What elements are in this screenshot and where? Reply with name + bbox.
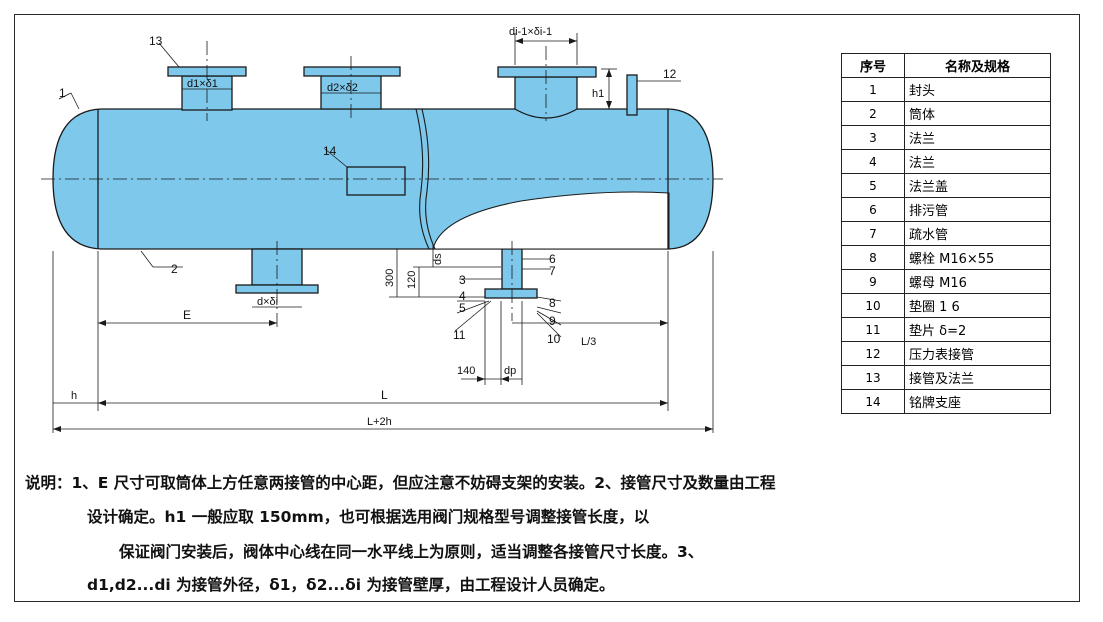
row-num: 1 — [841, 77, 905, 102]
notes-line-1: 说明：1、E 尺寸可取筒体上方任意两接管的中心距，但应注意不妨碍支架的安装。2、… — [25, 474, 776, 492]
label-h: h — [71, 390, 77, 402]
row-num: 3 — [841, 125, 905, 150]
row-name: 垫圈 1 6 — [904, 293, 1051, 318]
row-name: 接管及法兰 — [904, 365, 1051, 390]
row-name: 法兰 — [904, 125, 1051, 150]
row-num: 10 — [841, 293, 905, 318]
row-name: 螺栓 M16×55 — [904, 245, 1051, 270]
callout-1: 1 — [59, 86, 66, 100]
label-d-bottom: d×δi — [257, 296, 278, 308]
label-h1: h1 — [592, 88, 604, 100]
row-name: 压力表接管 — [904, 341, 1051, 366]
drawing-frame: 1 2 3 4 5 6 7 8 9 10 11 12 13 14 d1×δ1 d… — [14, 14, 1080, 602]
callout-3: 3 — [459, 273, 466, 287]
header-name: 名称及规格 — [904, 53, 1051, 78]
row-num: 4 — [841, 149, 905, 174]
row-num: 2 — [841, 101, 905, 126]
row-num: 5 — [841, 173, 905, 198]
row-num: 6 — [841, 197, 905, 222]
callout-14: 14 — [323, 144, 337, 158]
callout-10: 10 — [547, 332, 561, 346]
flange-d2 — [303, 66, 401, 77]
row-name: 法兰盖 — [904, 173, 1051, 198]
row-num: 13 — [841, 365, 905, 390]
row-num: 12 — [841, 341, 905, 366]
callout-12: 12 — [663, 67, 677, 81]
label-300: 300 — [384, 269, 396, 287]
row-num: 7 — [841, 221, 905, 246]
row-num: 8 — [841, 245, 905, 270]
break-line — [415, 108, 430, 250]
notes-line-2: 设计确定。h1 一般应取 150mm，也可根据选用阀门规格型号调整接管长度，以 — [87, 508, 650, 526]
callout-7: 7 — [549, 264, 556, 278]
row-name: 疏水管 — [904, 221, 1051, 246]
callout-4: 4 — [459, 289, 466, 303]
row-name: 螺母 M16 — [904, 269, 1051, 294]
header-num: 序号 — [841, 53, 905, 78]
label-dp: dp — [504, 365, 516, 377]
label-L-over-3: L/3 — [581, 336, 596, 348]
row-name: 法兰 — [904, 149, 1051, 174]
row-name: 排污管 — [904, 197, 1051, 222]
row-name: 铭牌支座 — [904, 389, 1051, 414]
row-name: 垫片 δ=2 — [904, 317, 1051, 342]
label-ds: ds — [432, 253, 444, 265]
label-L-plus-2h: L+2h — [367, 416, 392, 428]
callout-5: 5 — [459, 301, 466, 315]
flange-di — [497, 66, 597, 78]
gauge-pipe-12 — [626, 74, 638, 116]
row-name: 筒体 — [904, 101, 1051, 126]
row-num: 9 — [841, 269, 905, 294]
label-140: 140 — [457, 365, 475, 377]
callout-8: 8 — [549, 296, 556, 310]
callout-11: 11 — [453, 328, 466, 342]
row-num: 11 — [841, 317, 905, 342]
vessel-diagram: 1 2 3 4 5 6 7 8 9 10 11 12 13 14 d1×δ1 d… — [41, 26, 723, 433]
notes-line-3: 保证阀门安装后，阀体中心线在同一水平线上为原则，适当调整各接管尺寸长度。3、 — [119, 543, 704, 561]
callout-13: 13 — [149, 34, 163, 48]
parts-table-header: 序号 名称及规格 — [841, 53, 1051, 78]
callout-2: 2 — [171, 262, 178, 276]
label-d1: d1×δ1 — [187, 78, 218, 90]
callout-9: 9 — [549, 314, 556, 328]
label-di: di-1×δi-1 — [509, 26, 552, 38]
label-E: E — [183, 308, 191, 322]
nameplate-14 — [346, 166, 406, 196]
section-cutaway — [432, 191, 670, 250]
label-120: 120 — [406, 271, 418, 289]
label-d2: d2×δ2 — [327, 82, 358, 94]
row-num: 14 — [841, 389, 905, 414]
row-name: 封头 — [904, 77, 1051, 102]
notes-line-4: d1,d2...di 为接管外径，δ1，δ2...δi 为接管壁厚，由工程设计人… — [87, 576, 615, 594]
drain-flange — [484, 288, 538, 299]
callout-6: 6 — [549, 252, 556, 266]
label-L: L — [381, 388, 388, 402]
